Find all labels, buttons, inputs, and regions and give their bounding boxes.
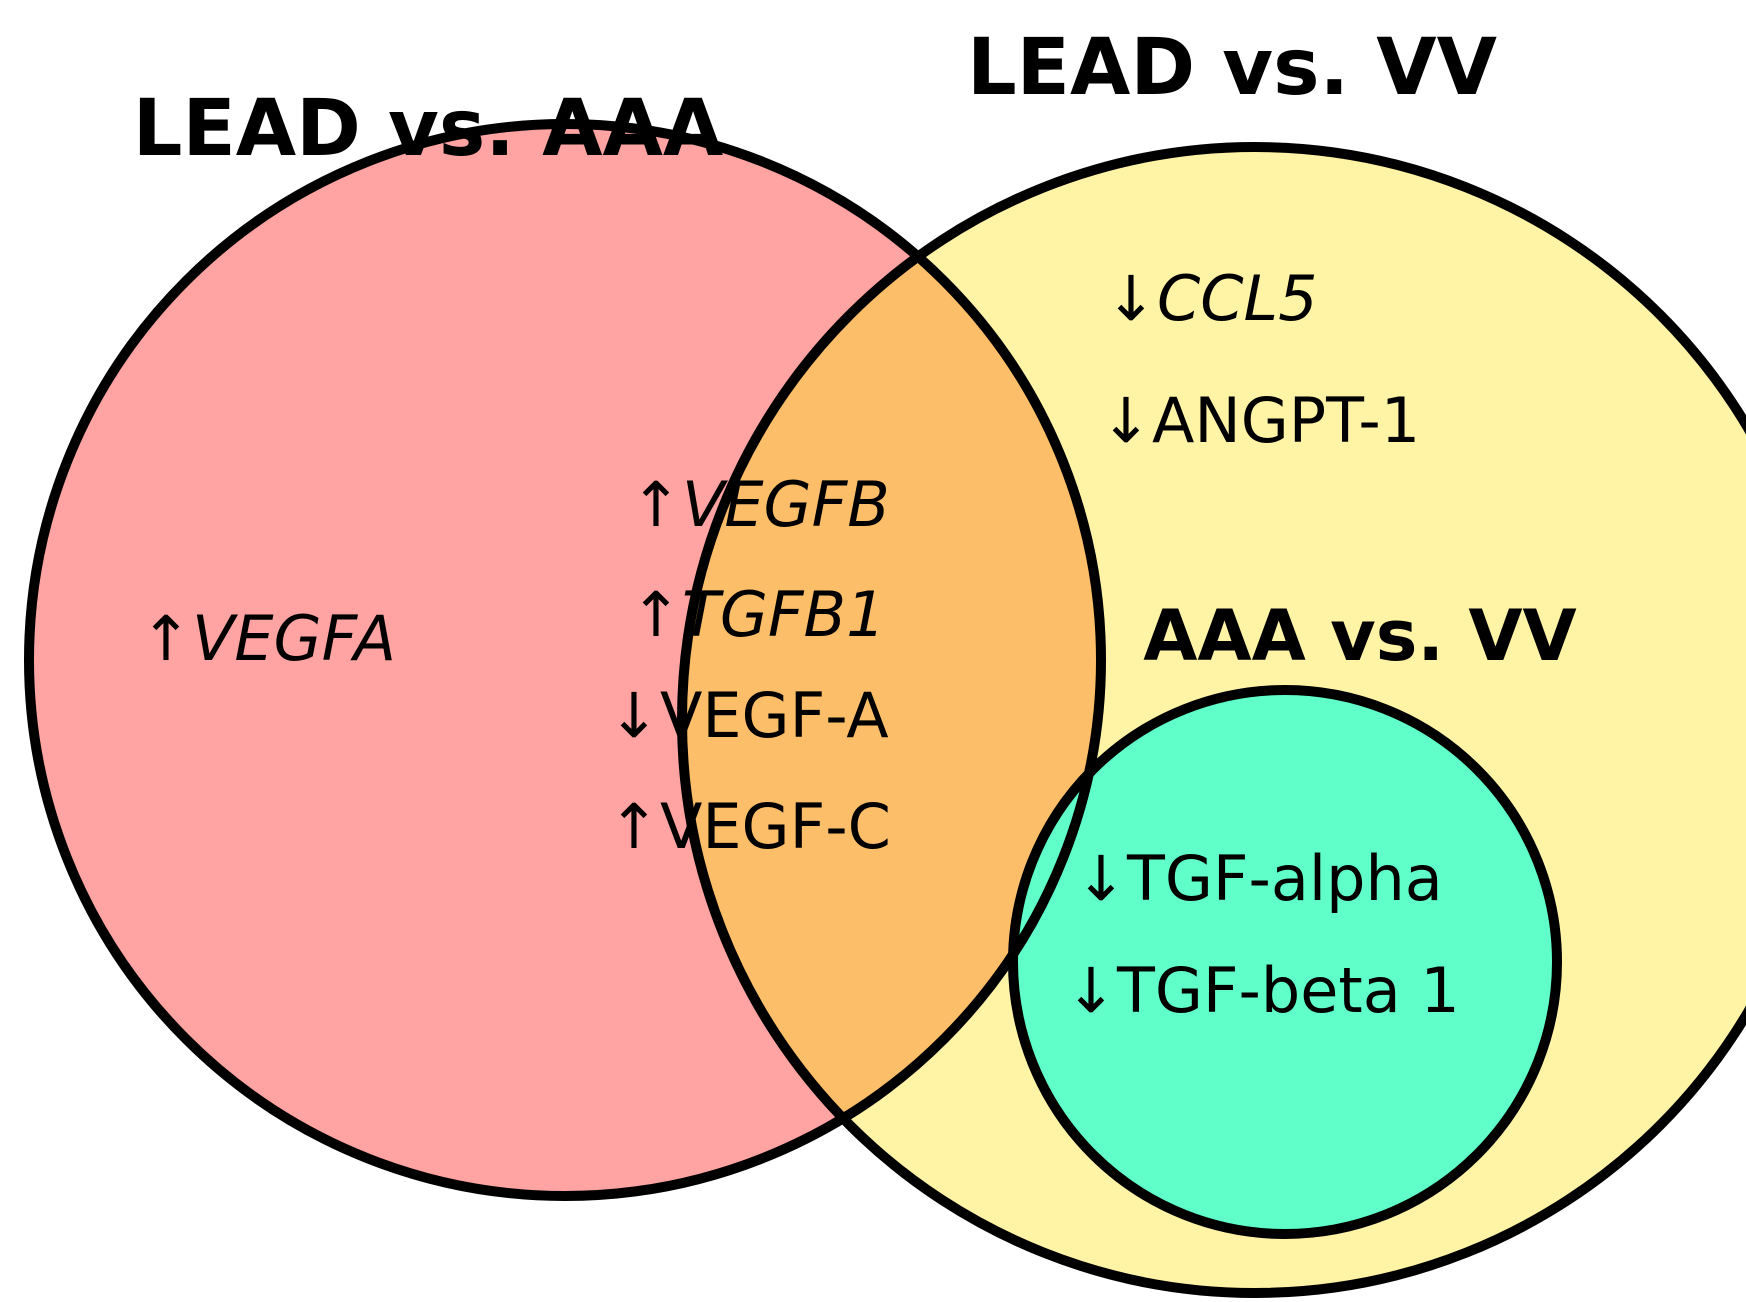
arrow: ↓ [608,679,660,752]
gene-name: CCL5 [1157,262,1318,335]
arrow: ↓ [1065,954,1117,1027]
gene-name: ANGPT-1 [1152,384,1420,457]
arrow: ↓ [1100,384,1152,457]
set-label-aaa-vs-vv: AAA vs. VV [1143,595,1577,677]
arrow: ↑ [140,602,192,675]
arrow: ↑ [630,578,682,651]
arrow: ↑ [608,790,660,863]
gene-item: ↓ANGPT-1 [1100,384,1420,457]
gene-item: ↓CCL5 [1105,262,1318,335]
gene-item: ↓VEGF-A [608,679,889,752]
set-aaa-vs-vv-region [1013,690,1557,1234]
gene-name: VEGFA [192,602,396,675]
gene-name: TGF-alpha [1126,842,1443,915]
arrow: ↓ [1105,262,1157,335]
set-label-lead-vs-vv: LEAD vs. VV [967,23,1497,113]
gene-item: ↑VEGFA [140,602,396,675]
overlap-region [682,147,1101,1196]
arrow: ↑ [630,468,682,541]
set-aaa-vs-vv-outline [1008,685,1562,1239]
gene-item: ↑VEGF-C [608,790,891,863]
arrow: ↓ [1075,842,1127,915]
gene-item: ↓TGF-beta 1 [1065,954,1460,1027]
set-label-lead-vs-aaa: LEAD vs. AAA [133,84,723,174]
gene-name: TGFB1 [682,578,886,651]
gene-item: ↑TGFB1 [630,578,886,651]
gene-name: VEGF-C [660,790,891,863]
gene-item: ↓TGF-alpha [1075,842,1443,915]
gene-name: VEGFB [682,468,890,541]
set-lead-vs-aaa-outline [24,119,1106,1201]
gene-name: VEGF-A [660,679,889,752]
set-lead-vs-vv-outline [677,142,1746,1298]
gene-item: ↑VEGFB [630,468,890,541]
gene-name: TGF-beta 1 [1116,954,1460,1027]
